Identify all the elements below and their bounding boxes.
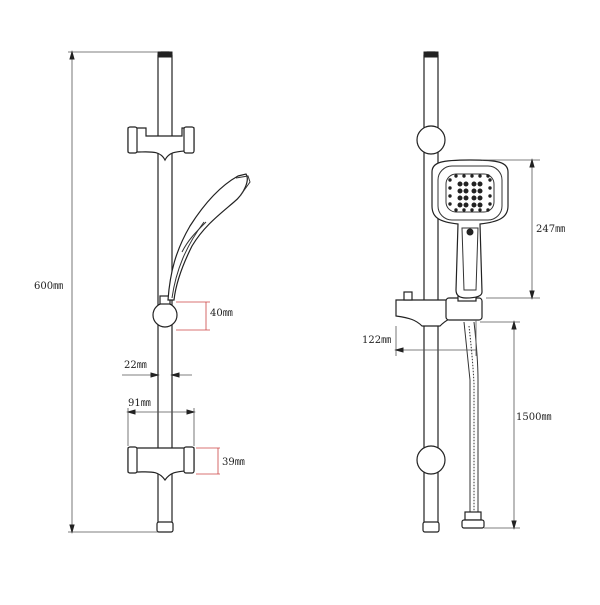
label-head-offset: 122㎜ — [362, 335, 391, 346]
label-bracket-height: 39㎜ — [222, 457, 245, 468]
dim-total-height — [68, 50, 158, 534]
front-hand-shower — [431, 159, 509, 299]
front-view: 247㎜ 122㎜ 1500㎜ — [362, 51, 565, 533]
hose — [461, 321, 485, 529]
side-view: 600㎜ 40㎜ 22㎜ 91㎜ — [34, 50, 251, 534]
side-hand-shower — [167, 173, 251, 301]
label-hose-length: 1500㎜ — [516, 412, 551, 423]
dim-hose-length — [480, 320, 520, 530]
label-head-length: 247㎜ — [536, 224, 565, 235]
spray-face-dots — [448, 174, 492, 212]
side-rail-top-cap — [157, 51, 173, 58]
dim-head-length — [482, 158, 540, 300]
spray-nozzles — [457, 181, 483, 208]
dim-holder-height — [176, 301, 210, 331]
spray-face — [437, 165, 503, 221]
dim-head-offset — [394, 320, 477, 356]
dim-bracket-width — [126, 408, 196, 446]
label-bracket-width: 91㎜ — [128, 398, 151, 409]
side-slider-knob — [152, 302, 178, 328]
label-holder-height: 40㎜ — [210, 308, 233, 319]
side-top-bracket — [127, 126, 195, 162]
front-top-bracket — [416, 125, 446, 155]
label-height-total: 600㎜ — [34, 281, 63, 292]
side-bottom-bracket — [127, 446, 195, 482]
side-rail-bottom-cap — [156, 521, 174, 533]
front-bottom-bracket — [416, 445, 446, 475]
dim-rail-diameter — [122, 372, 192, 378]
dim-bracket-height — [196, 447, 220, 475]
label-rail-diameter: 22㎜ — [124, 360, 147, 371]
